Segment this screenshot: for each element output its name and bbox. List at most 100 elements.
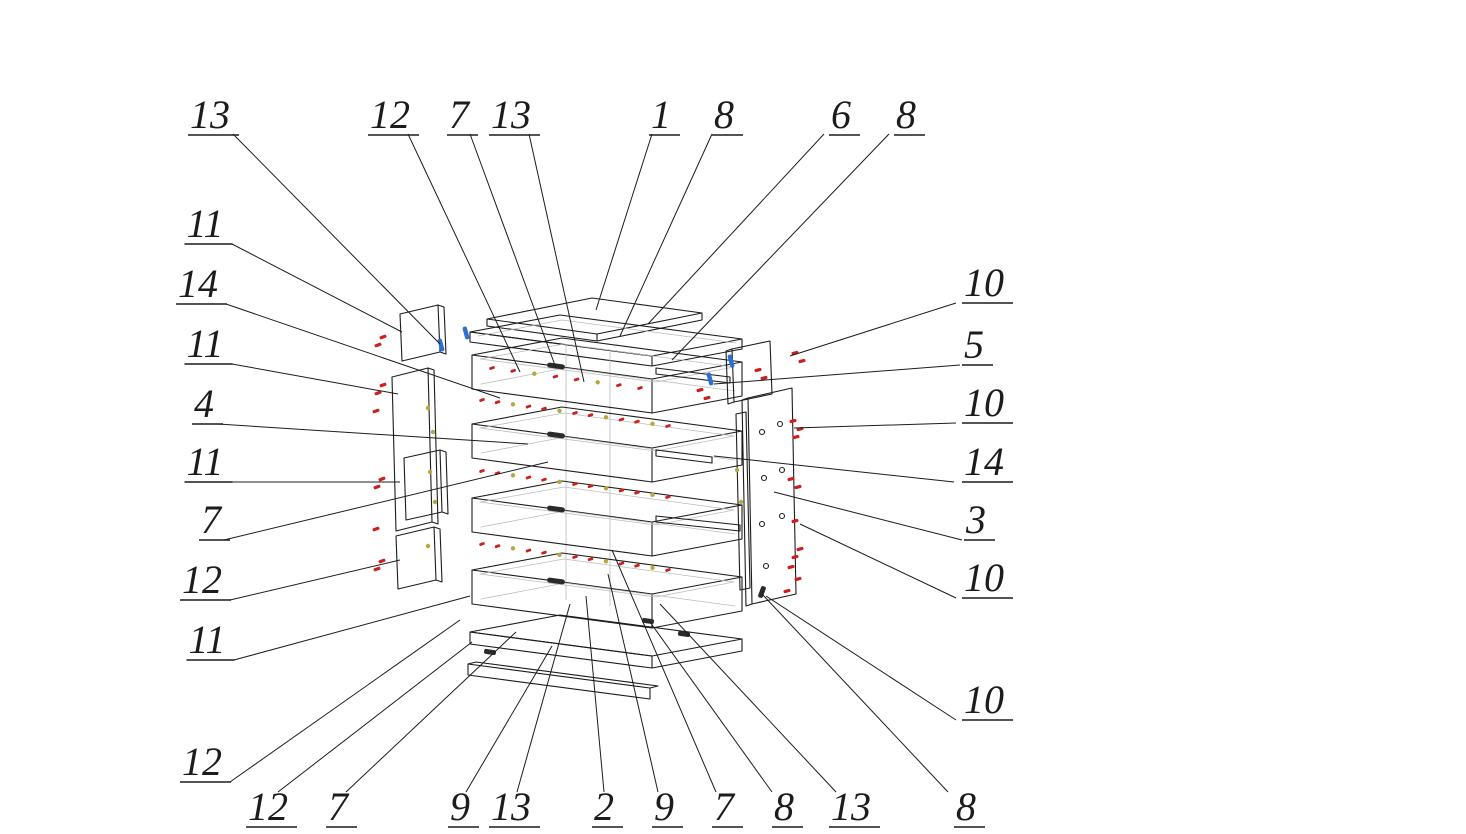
leader-line [233,595,471,661]
leader-line [277,641,473,793]
callout-label: 1 [651,92,671,137]
callout-label: 7 [328,784,350,829]
part-drawer-4 [471,552,743,629]
screw-icon [798,358,806,364]
leader-line [765,595,957,721]
dowel-icon [595,380,600,385]
drawer-1-opening [471,337,743,380]
callout-label: 10 [964,555,1004,600]
callout-label: 5 [964,322,984,367]
leader-line [713,364,961,385]
callout-label: 13 [491,784,531,829]
leader-line [659,603,837,793]
leader-line [225,303,501,399]
part-right-rail-mid [655,449,713,464]
leader-line [345,631,517,793]
screw-icon [618,561,625,566]
dowel-icon [510,546,516,551]
leader-line [231,363,399,395]
callout-label: 11 [186,201,223,246]
part-left-panel-3 [403,449,449,521]
screw-icon [665,495,671,499]
dowel-icon [425,405,431,411]
screw-icon [479,542,485,546]
screw-icon [665,424,671,428]
callout-label: 12 [182,557,222,602]
drawer-4-inner [479,558,736,607]
screw-icon [378,558,386,564]
leader-line [595,133,653,311]
dowel-icon [557,479,562,485]
leader-line [789,302,957,357]
dowel-icon [734,467,740,473]
screw-icon [373,484,381,490]
callout-label: 8 [896,92,916,137]
drawer-2-inner [479,412,736,461]
screw-icon [587,413,594,418]
callout-label: 9 [450,784,470,829]
callout-label: 12 [182,739,222,784]
drawer-handle-icon [547,431,565,439]
screw-icon [494,400,501,405]
part-right-panel-large [741,387,797,607]
leader-line [217,423,529,445]
dowel-icon [650,492,655,498]
screw-icon [572,555,578,559]
dowel-icon [738,499,744,505]
screw-icon [783,588,791,594]
leader-line [619,133,713,337]
screw-icon [374,390,382,396]
plinth-board-edge [467,661,659,689]
drawer-1-side [651,361,743,414]
callout-label: 4 [194,381,214,426]
callout-label: 6 [831,92,851,137]
screw-icon [541,550,547,555]
leader-line [793,422,957,429]
callout-label: 8 [714,92,734,137]
carcass-internal-lines [565,344,611,607]
callout-label: 10 [964,677,1004,722]
plinth-board-face [467,663,651,700]
callout-label: 13 [190,92,230,137]
screw-icon [618,417,625,422]
dowel-icon [650,421,655,427]
screw-icon [494,544,501,549]
screw-icon [696,387,704,393]
callout-label: 12 [370,92,410,137]
screw-icon [552,374,559,379]
screw-icon [792,434,800,440]
screw-icon [787,476,795,482]
leader-line [761,593,949,793]
callout-label: 7 [201,497,223,542]
drawer-1-front [471,354,653,414]
callout-label: 11 [186,321,223,366]
top-panel-face [486,297,703,335]
leader-line [649,621,773,793]
screw-icon [760,375,768,381]
part-right-panel-small [725,340,773,405]
callout-label: 10 [964,380,1004,425]
drawer-4-side [651,576,743,629]
screw-icon [572,411,578,415]
leader-lines [217,133,963,793]
screw-icon [791,518,799,524]
screw-icon [587,557,594,562]
top-panel-edge [486,312,703,342]
callout-label: 14 [964,439,1004,484]
drawer-2-side [651,430,743,483]
callout-label: 8 [956,784,976,829]
hardware-layer [372,326,806,656]
leader-line [223,461,549,541]
screw-icon [479,469,485,473]
screw-icon [489,366,495,370]
screw-icon [573,377,580,382]
part-drawer-1 [471,337,743,414]
callout-label: 13 [491,92,531,137]
dowel-icon [603,415,609,420]
leader-line [611,549,717,793]
screw-icon [616,383,622,388]
screw-icon [665,568,671,572]
part-right-rail-low [655,515,741,532]
